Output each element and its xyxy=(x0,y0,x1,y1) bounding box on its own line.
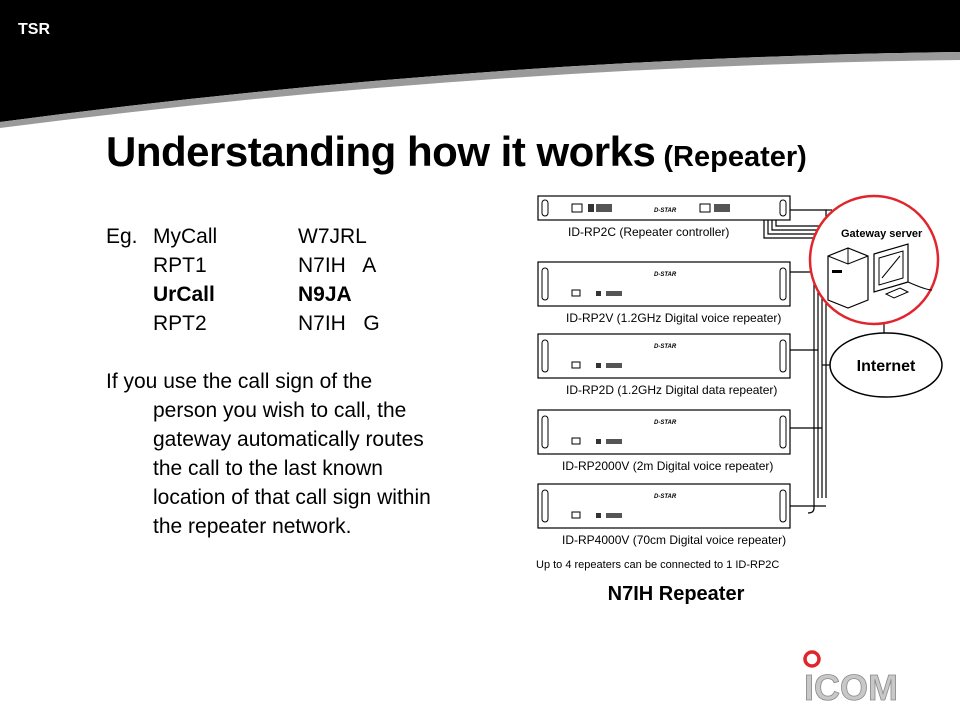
example-value: N9JA xyxy=(298,283,352,306)
rack-unit: D-STAR ID-RP2000V (2m Digital voice repe… xyxy=(537,409,791,473)
example-prefix: Eg. xyxy=(106,225,138,248)
unit-badge: D-STAR xyxy=(654,272,677,278)
unit-label: ID-RP2D (1.2GHz Digital data repeater) xyxy=(566,383,777,397)
diagram-note: Up to 4 repeaters can be connected to 1 … xyxy=(536,559,779,571)
unit-label: ID-RP4000V (70cm Digital voice repeater) xyxy=(562,533,786,547)
example-value: W7JRL xyxy=(298,225,367,248)
cable-bundle xyxy=(763,209,827,507)
header-tag: TSR xyxy=(18,21,50,38)
title-sub: (Repeater) xyxy=(663,141,807,173)
gateway-server: Gateway server xyxy=(808,194,940,326)
unit-badge: D-STAR xyxy=(654,420,677,426)
example-label: MyCall xyxy=(153,225,218,248)
unit-label: ID-RP2000V (2m Digital voice repeater) xyxy=(562,459,773,473)
rack-unit: D-STAR ID-RP2V (1.2GHz Digital voice rep… xyxy=(537,261,791,325)
rack-unit: D-STAR ID-RP2C (Repeater controller) xyxy=(537,195,791,239)
unit-label: ID-RP2C (Repeater controller) xyxy=(568,225,729,239)
example-label: UrCall xyxy=(153,283,215,306)
repeater-diagram: D-STAR ID-RP2C (Repeater controller) D-S… xyxy=(496,178,960,612)
rack-unit: D-STAR ID-RP2D (1.2GHz Digital data repe… xyxy=(537,333,791,397)
internet-node: Internet xyxy=(829,332,943,398)
example-label: RPT1 xyxy=(153,254,207,277)
title-main: Understanding how it works xyxy=(106,128,656,175)
unit-badge: D-STAR xyxy=(654,494,677,500)
diagram-caption: N7IH Repeater xyxy=(607,583,745,605)
example-value: N7IH G xyxy=(298,312,380,335)
paragraph-line: gateway automatically routes xyxy=(153,428,424,451)
gateway-label: Gateway server xyxy=(841,228,923,240)
paragraph-line: location of that call sign within xyxy=(153,486,431,509)
paragraph-line: person you wish to call, the xyxy=(153,399,407,422)
unit-badge: D-STAR xyxy=(654,344,677,350)
example-value: N7IH A xyxy=(298,254,377,277)
page-title: Understanding how it works(Repeater) xyxy=(106,128,807,176)
logo-text: ICOM xyxy=(804,667,898,708)
example-label: RPT2 xyxy=(153,312,207,335)
header-band xyxy=(0,0,960,128)
icom-logo: ICOM xyxy=(803,650,898,708)
unit-badge: D-STAR xyxy=(654,208,677,214)
unit-label: ID-RP2V (1.2GHz Digital voice repeater) xyxy=(566,311,781,325)
explanation-paragraph: If you use the call sign of the person y… xyxy=(106,367,486,541)
internet-label: Internet xyxy=(857,358,916,375)
paragraph-line: the repeater network. xyxy=(153,515,352,538)
paragraph-line: the call to the last known xyxy=(153,457,383,480)
paragraph-line: If you use the call sign of the xyxy=(106,370,373,393)
rack-unit: D-STAR ID-RP4000V (70cm Digital voice re… xyxy=(537,483,791,547)
